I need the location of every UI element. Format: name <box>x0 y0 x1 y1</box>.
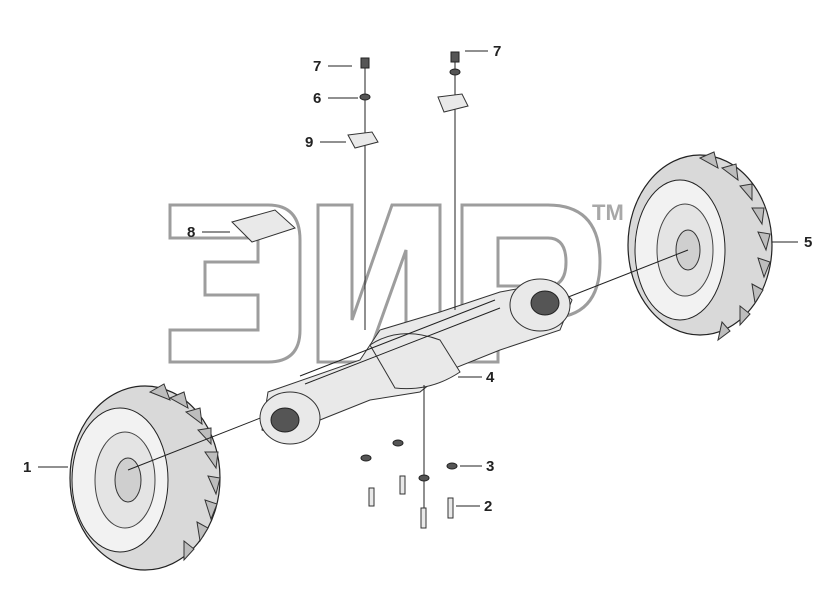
watermark-tm: TM <box>592 200 624 225</box>
svg-text:4: 4 <box>486 369 495 386</box>
svg-text:7: 7 <box>313 58 321 75</box>
svg-text:5: 5 <box>804 234 812 251</box>
nut-b <box>392 439 404 447</box>
callout-4: 4 <box>458 369 495 386</box>
upper-tube <box>299 299 496 377</box>
left-wheel <box>69 383 221 571</box>
callout-6: 6 <box>313 90 358 107</box>
watermark-z-glyph <box>168 203 302 364</box>
top-hardware <box>231 51 469 330</box>
callout-5: 5 <box>772 234 812 251</box>
right-hub-center <box>530 290 560 316</box>
svg-text:9: 9 <box>305 134 313 151</box>
nut-c <box>418 474 430 482</box>
callout-1: 1 <box>23 459 68 476</box>
bolt-b <box>399 475 406 495</box>
right-bolt-7 <box>450 51 460 63</box>
upper-tube-2 <box>304 307 501 385</box>
left-mount-block-9 <box>347 131 379 149</box>
callout-7-right: 7 <box>465 43 501 60</box>
bolt-a <box>368 487 375 507</box>
svg-text:3: 3 <box>486 458 494 475</box>
left-hub-center <box>270 407 300 433</box>
right-mount-block <box>437 93 469 113</box>
svg-text:6: 6 <box>313 90 321 107</box>
callout-7-left: 7 <box>313 58 352 75</box>
svg-text:8: 8 <box>187 224 195 241</box>
callout-2: 2 <box>456 498 492 515</box>
callouts: 7 7 6 9 8 5 4 1 <box>23 43 812 515</box>
bolt-c <box>420 507 427 529</box>
bottom-hardware <box>360 385 458 529</box>
mount-block-8 <box>231 209 296 243</box>
svg-text:1: 1 <box>23 459 31 476</box>
axle-assembly <box>127 249 689 471</box>
callout-8: 8 <box>187 224 230 241</box>
bolt-2 <box>447 497 454 519</box>
callout-9: 9 <box>305 134 346 151</box>
left-hub <box>114 457 142 503</box>
differential-housing <box>369 333 461 390</box>
left-washer-6 <box>359 93 371 101</box>
right-wheel <box>627 151 773 342</box>
nut-a <box>360 454 372 462</box>
svg-text:7: 7 <box>493 43 501 60</box>
left-bolt-7 <box>360 57 370 69</box>
callout-3: 3 <box>460 458 494 475</box>
right-tire-treads <box>698 151 771 342</box>
left-tire-treads <box>148 383 221 562</box>
svg-text:2: 2 <box>484 498 492 515</box>
nut-3 <box>446 462 458 470</box>
right-washer <box>449 68 461 76</box>
